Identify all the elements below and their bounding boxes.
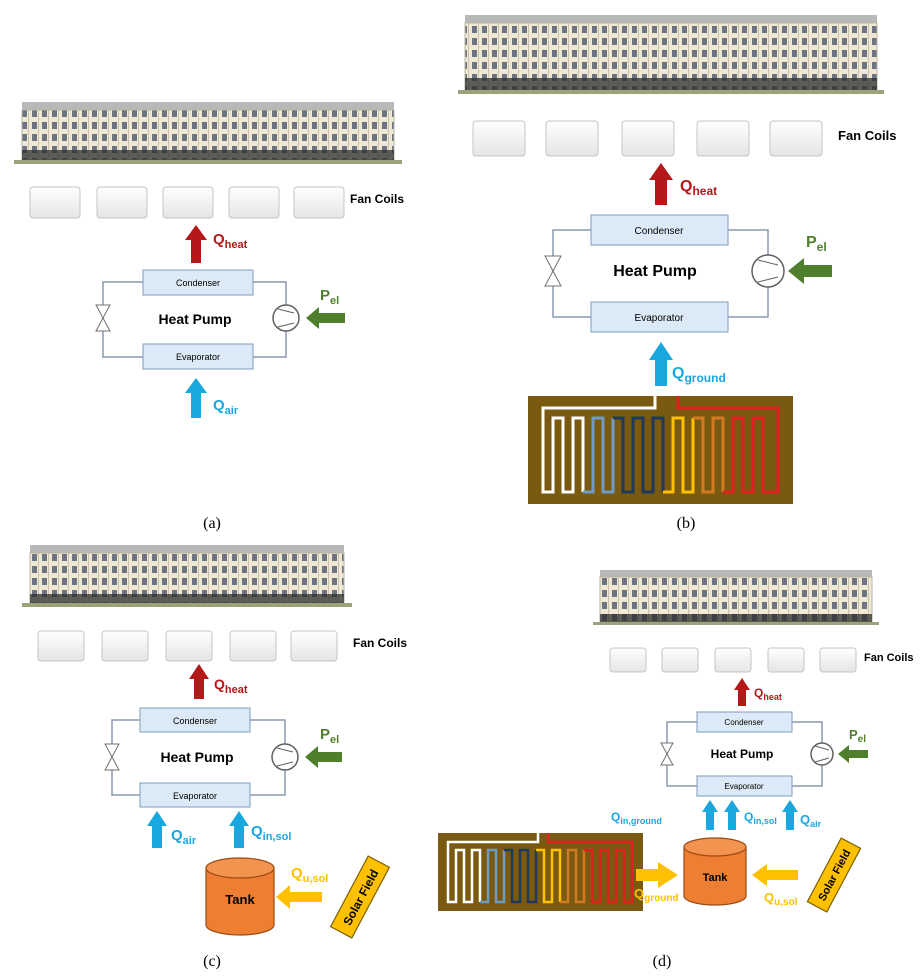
fan-coils-label: Fan Coils xyxy=(353,636,407,650)
caption-a: (a) xyxy=(203,515,221,532)
condenser-label: Condenser xyxy=(173,716,217,726)
q-heat-label: Qheat xyxy=(680,178,717,198)
q-in-ground-label: Qin,ground xyxy=(611,810,662,826)
q-ground-arrow xyxy=(649,342,673,386)
panel-c: Fan Coils Qheat Condenser Evaporator Hea… xyxy=(22,545,407,970)
fan-coils-label: Fan Coils xyxy=(838,128,897,143)
ground-heat-exchanger xyxy=(438,833,643,911)
p-el-arrow xyxy=(788,258,832,284)
q-heat-label: Qheat xyxy=(213,231,248,251)
q-heat-label: Qheat xyxy=(214,676,248,696)
heat-pump-loop xyxy=(104,707,299,808)
p-el-label: Pel xyxy=(320,287,339,307)
building xyxy=(458,15,884,94)
panel-b: Fan Coils Qheat Condenser Evaporator Hea… xyxy=(458,15,897,532)
q-u-sol-label: Qu,sol xyxy=(764,890,798,908)
p-el-label: Pel xyxy=(806,234,827,254)
heat-pump-label: Heat Pump xyxy=(158,311,231,327)
solar-field: Solar Field xyxy=(806,837,862,913)
solar-field: Solar Field xyxy=(329,855,391,939)
evaporator-label: Evaporator xyxy=(173,791,217,801)
tank-label: Tank xyxy=(225,892,255,907)
q-heat-arrow xyxy=(649,163,673,205)
q-air-arrow xyxy=(185,378,207,418)
caption-d: (d) xyxy=(653,953,672,970)
condenser-label: Condenser xyxy=(635,226,685,237)
q-in-sol-arrow xyxy=(724,800,740,830)
q-in-sol-label: Qin,sol xyxy=(251,823,291,843)
caption-c: (c) xyxy=(203,953,221,970)
caption-b: (b) xyxy=(677,515,696,532)
building xyxy=(22,545,352,607)
p-el-label: Pel xyxy=(320,726,339,746)
p-el-arrow xyxy=(305,746,342,768)
fan-coil-units xyxy=(609,647,857,673)
heat-pump-label: Heat Pump xyxy=(711,747,774,761)
panel-d: Fan Coils Qheat Condenser Evaporator Hea… xyxy=(438,570,914,970)
q-u-sol-arrow xyxy=(276,885,322,909)
evaporator-label: Evaporator xyxy=(724,782,763,791)
q-air-label: Qair xyxy=(213,397,239,417)
fan-coil-units xyxy=(472,120,823,157)
q-u-sol-label: Qu,sol xyxy=(291,865,328,885)
q-air-arrow xyxy=(147,811,167,848)
p-el-arrow xyxy=(838,745,868,763)
q-in-sol-arrow xyxy=(229,811,249,848)
tank xyxy=(205,857,275,936)
condenser-label: Condenser xyxy=(176,278,220,288)
heat-pump-label: Heat Pump xyxy=(613,263,697,280)
tank-label: Tank xyxy=(703,872,729,884)
q-ground-label: Qground xyxy=(634,886,679,904)
building xyxy=(14,102,402,164)
heat-pump-loop xyxy=(544,214,785,333)
fan-coils-label: Fan Coils xyxy=(864,652,914,664)
q-in-ground-arrow xyxy=(702,800,718,830)
q-air-label: Qair xyxy=(800,812,822,829)
condenser-label: Condenser xyxy=(724,718,763,727)
fan-coils-label: Fan Coils xyxy=(350,192,404,206)
q-ground-arrow xyxy=(636,862,678,888)
fan-coil-units xyxy=(37,630,338,662)
evaporator-label: Evaporator xyxy=(635,313,685,324)
building xyxy=(593,570,879,625)
q-u-sol-arrow xyxy=(752,864,798,886)
q-in-sol-label: Qin,sol xyxy=(744,810,777,826)
q-ground-label: Qground xyxy=(672,365,726,385)
panel-a: Fan Coils Qheat Condenser Evaporator Hea… xyxy=(14,102,404,532)
q-heat-arrow xyxy=(734,678,750,706)
heat-pump-loop xyxy=(95,269,300,370)
q-air-arrow xyxy=(782,800,798,830)
heat-pump-loop xyxy=(660,711,834,797)
ground-heat-exchanger xyxy=(528,396,793,504)
fan-coil-units xyxy=(29,186,345,219)
p-el-label: Pel xyxy=(849,727,866,745)
q-heat-arrow xyxy=(189,664,209,699)
tank xyxy=(683,837,747,906)
q-heat-arrow xyxy=(185,225,207,263)
p-el-arrow xyxy=(306,307,345,329)
q-air-label: Qair xyxy=(171,827,197,847)
q-heat-label: Qheat xyxy=(754,686,782,702)
evaporator-label: Evaporator xyxy=(176,352,220,362)
heat-pump-label: Heat Pump xyxy=(160,749,233,765)
